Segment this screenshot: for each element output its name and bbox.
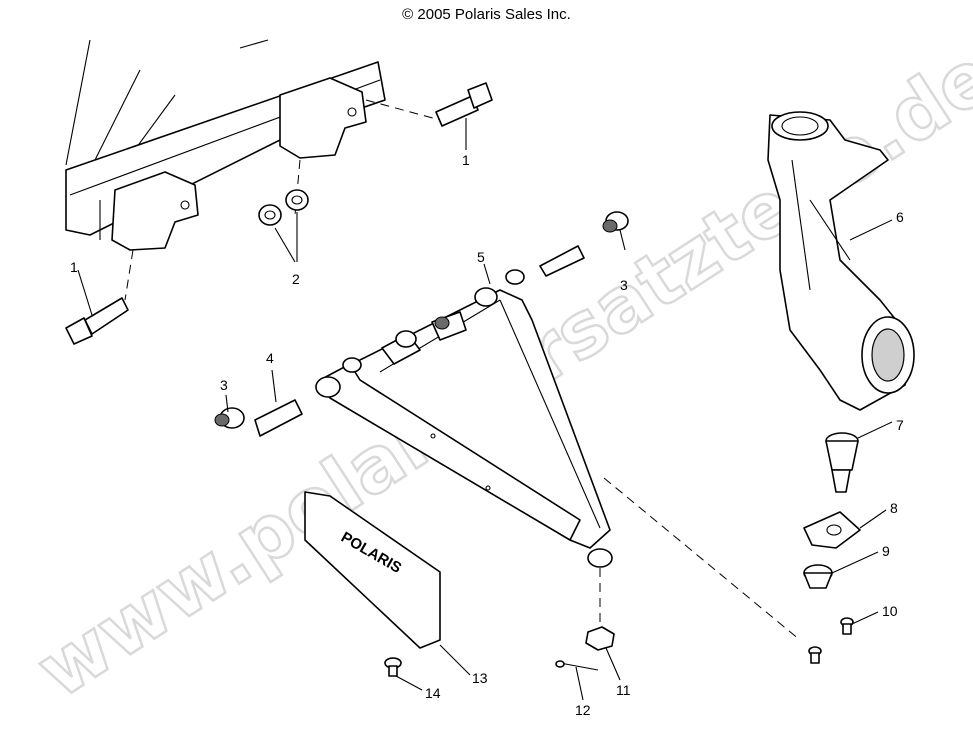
cap-9 [803, 564, 833, 589]
steering-knuckle [767, 111, 915, 411]
bolt-lower [65, 297, 129, 345]
callout-9: 9 [882, 543, 890, 559]
callout-10: 10 [882, 603, 898, 619]
callout-12: 12 [575, 702, 591, 718]
callout-8: 8 [890, 500, 898, 516]
callout-4: 4 [266, 350, 274, 366]
frame-bracket-right [279, 77, 367, 159]
callout-1-lower: 1 [70, 259, 78, 275]
callout-2: 2 [292, 271, 300, 287]
callout-3-right: 3 [620, 277, 628, 293]
callout-5: 5 [477, 249, 485, 265]
frame-bracket-left [111, 171, 199, 251]
bolt-upper [435, 82, 493, 127]
screw-14 [384, 657, 402, 677]
plate-8 [803, 511, 861, 549]
callout-7: 7 [896, 417, 904, 433]
frame-section [65, 39, 441, 301]
nut-pair [258, 189, 309, 226]
callout-6: 6 [896, 209, 904, 225]
callout-13: 13 [472, 670, 488, 686]
bushings [214, 211, 629, 437]
copyright-notice: © 2005 Polaris Sales Inc. [402, 6, 571, 23]
callout-14: 14 [425, 685, 441, 701]
callout-1-upper: 1 [462, 152, 470, 168]
callout-11: 11 [616, 682, 631, 698]
ball-joint-7 [825, 432, 859, 493]
ball-joint-nut [555, 548, 615, 671]
screw-10 [808, 617, 854, 664]
callout-3-left: 3 [220, 377, 228, 393]
